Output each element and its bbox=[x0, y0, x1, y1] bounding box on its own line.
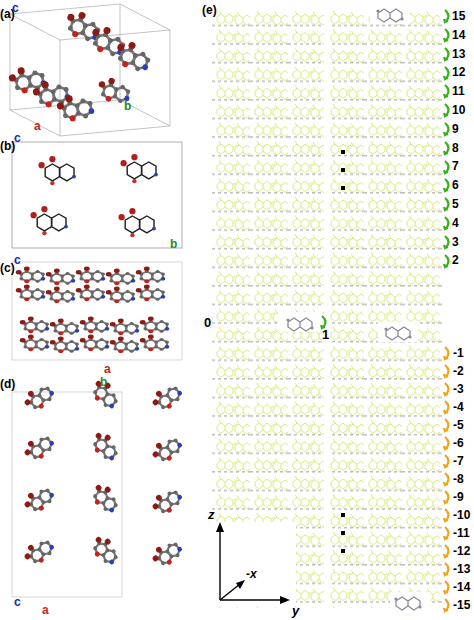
panel-label: (d) bbox=[0, 378, 15, 390]
callout-number: -1 bbox=[453, 347, 464, 359]
callout-number: 7 bbox=[452, 160, 459, 172]
callout-number: -2 bbox=[453, 365, 464, 377]
callout-number: 12 bbox=[452, 66, 465, 78]
callout-number: 9 bbox=[452, 123, 459, 135]
panel-label: c bbox=[14, 132, 21, 144]
callout-number: -5 bbox=[453, 419, 464, 431]
axis-label: y bbox=[292, 604, 299, 617]
panel-label: b bbox=[124, 100, 131, 112]
callout-number: 4 bbox=[452, 217, 459, 229]
panel-label: b bbox=[100, 376, 107, 388]
panel-label: b bbox=[170, 238, 177, 250]
panel-label: (b) bbox=[0, 140, 15, 152]
panel-label: (e) bbox=[202, 4, 217, 16]
callout-number: 2 bbox=[452, 254, 459, 266]
callout-number: -13 bbox=[453, 563, 470, 575]
callout-number: 5 bbox=[452, 198, 459, 210]
panel-label: c bbox=[14, 254, 21, 266]
axis-label: z bbox=[208, 508, 215, 521]
callout-number: -14 bbox=[453, 581, 470, 593]
callout-number: -11 bbox=[453, 527, 470, 539]
callout-number: -3 bbox=[453, 383, 464, 395]
callout-number: 0 bbox=[204, 316, 211, 329]
callout-number: 13 bbox=[452, 48, 465, 60]
callout-number: 6 bbox=[452, 179, 459, 191]
panel-label: a bbox=[42, 604, 49, 616]
callout-number: 15 bbox=[452, 10, 465, 22]
callout-number: 10 bbox=[452, 104, 465, 116]
callout-number: -4 bbox=[453, 401, 464, 413]
panel-label: (c) bbox=[0, 262, 15, 274]
callout-number: -10 bbox=[453, 509, 470, 521]
panel-label: c bbox=[12, 2, 19, 14]
callout-number: -8 bbox=[453, 473, 464, 485]
axis-label: -x bbox=[246, 568, 257, 580]
callout-number: 14 bbox=[452, 29, 465, 41]
callout-number: -12 bbox=[453, 545, 470, 557]
panel-label: c bbox=[14, 596, 21, 608]
callout-number: -7 bbox=[453, 455, 464, 467]
callout-number: 11 bbox=[452, 85, 465, 97]
callout-number: 8 bbox=[452, 142, 459, 154]
panel-label: a bbox=[34, 120, 41, 132]
callout-number: -15 bbox=[453, 599, 470, 611]
callout-number: -9 bbox=[453, 491, 464, 503]
callout-number: 3 bbox=[452, 236, 459, 248]
callout-number: 1 bbox=[322, 328, 329, 341]
callout-number: -6 bbox=[453, 437, 464, 449]
panel-label: a bbox=[104, 363, 111, 375]
